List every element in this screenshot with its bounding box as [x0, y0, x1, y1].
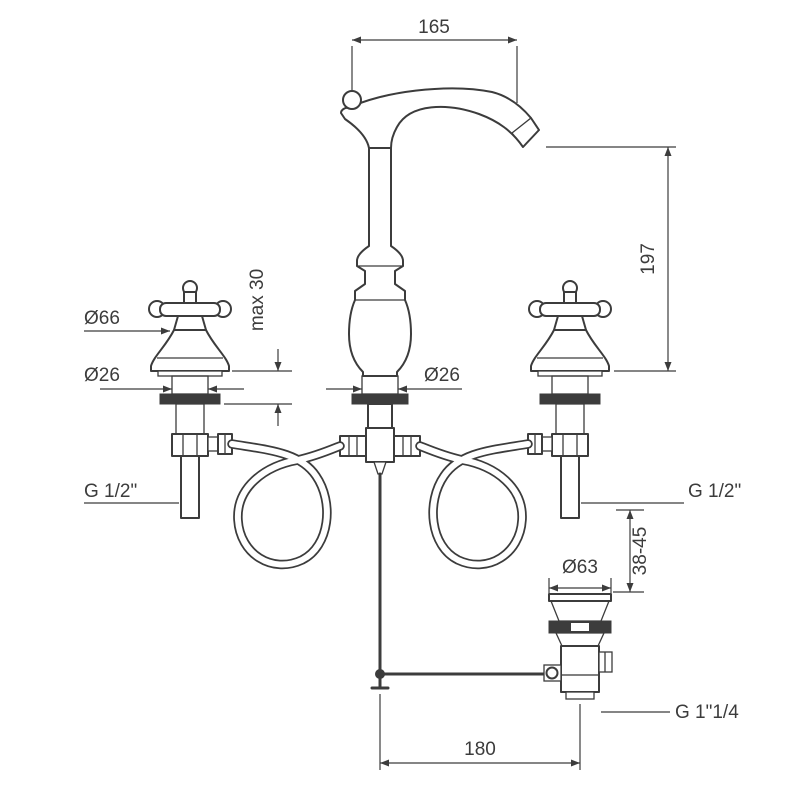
supply-shank-pipe — [560, 455, 580, 519]
dim-label-thread-left: G 1/2" — [84, 481, 137, 502]
dim-waste-thread: G 1"1/4 — [601, 702, 739, 723]
aerator-hatch — [511, 117, 540, 148]
dim-hole-spacing: 180 — [379, 694, 581, 770]
handle-bell — [150, 329, 230, 372]
deck-rosette — [351, 393, 409, 405]
supply-shank-pipe — [180, 455, 200, 519]
side-outlet-pipe — [207, 436, 219, 452]
dim-max-mounting: max 30 — [224, 269, 292, 426]
cross-handle-bar — [539, 302, 601, 317]
dim-label-waste-range: 38-45 — [630, 527, 651, 576]
dim-label-spout-hole: Ø26 — [424, 365, 460, 386]
overflow-hole — [571, 623, 589, 631]
dim-label-thread-right: G 1/2" — [688, 481, 741, 502]
waste-assembly — [543, 593, 613, 700]
spout-arm — [340, 87, 540, 149]
knurled-stem — [171, 375, 209, 395]
tee-shank — [367, 403, 393, 429]
left-valve — [148, 280, 233, 519]
cross-handle-bar — [159, 302, 221, 317]
handle-neck — [173, 315, 207, 331]
dim-waste-flange: Ø63 — [548, 557, 612, 593]
waste-tailpiece — [560, 645, 600, 693]
spout-assembly — [340, 87, 540, 405]
waste-flange-top — [548, 593, 612, 602]
dim-label-waste-thread: G 1"1/4 — [675, 702, 739, 723]
spout-ball-finial — [342, 90, 362, 110]
dim-spout-hole: Ø26 — [326, 365, 462, 393]
dim-label-handle-dia: Ø66 — [84, 308, 120, 329]
hose-left-core — [229, 441, 343, 568]
bell-base-ring — [157, 370, 223, 377]
tailpiece-collar — [565, 691, 595, 700]
dim-thread-right: G 1/2" — [581, 481, 741, 504]
dim-handle-hole: Ø26 — [84, 365, 244, 393]
dim-label-waste-flange: Ø63 — [562, 557, 598, 578]
dim-spout-reach: 165 — [351, 17, 518, 103]
dim-label-handle-hole: Ø26 — [84, 365, 120, 386]
threaded-shank — [175, 403, 205, 435]
hose-left — [227, 439, 345, 570]
hose-right-core — [417, 441, 531, 568]
waste-dome-hatch — [550, 600, 610, 622]
lever-ball — [545, 666, 559, 680]
deck-rosette — [159, 393, 221, 405]
rod-guide — [373, 461, 387, 475]
rod-joint-ball — [375, 669, 385, 679]
dim-label-max-mounting: max 30 — [247, 269, 268, 331]
knurled-stem — [361, 375, 399, 395]
hose-right — [415, 439, 533, 570]
deck-rosette — [539, 393, 601, 405]
knurled-stem — [551, 375, 589, 395]
dim-handle-dia: Ø66 — [84, 308, 170, 335]
waste-taper — [554, 632, 606, 647]
bell-base-ring — [537, 370, 603, 377]
side-outlet-pipe — [541, 436, 553, 452]
handle-neck — [553, 315, 587, 331]
dim-label-spout-height: 197 — [638, 243, 659, 275]
right-valve — [527, 280, 612, 519]
dim-label-spout-reach: 165 — [418, 17, 450, 38]
center-tee — [339, 403, 421, 475]
handle-bell — [530, 329, 610, 372]
dim-thread-left: G 1/2" — [84, 481, 179, 504]
threaded-shank — [555, 403, 585, 435]
dim-spout-height: 197 — [546, 146, 676, 372]
pop-up-rod — [370, 472, 549, 690]
dim-label-hole-spacing: 180 — [464, 739, 496, 760]
locknut — [551, 433, 589, 457]
dim-waste-range: 38-45 — [613, 509, 651, 593]
spout-column — [348, 147, 412, 377]
tee-body — [365, 427, 395, 463]
locknut — [171, 433, 209, 457]
